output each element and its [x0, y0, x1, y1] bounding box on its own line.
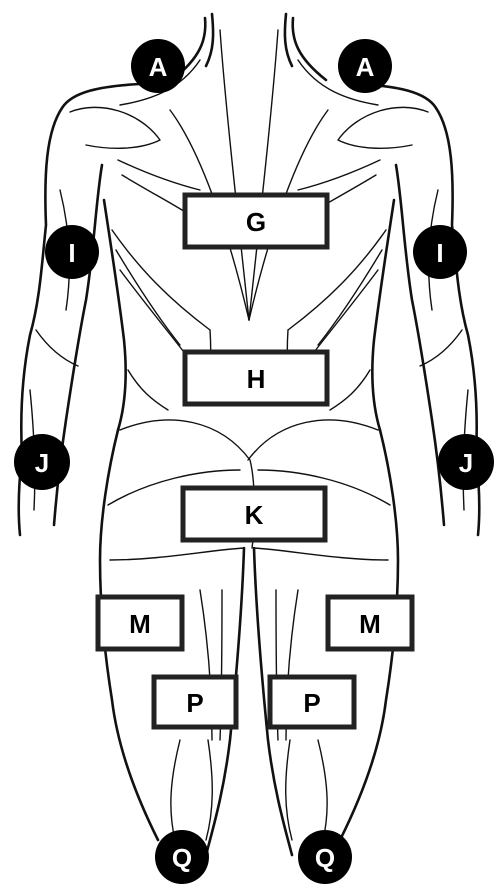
marker-m-right: M: [328, 597, 412, 649]
marker-k: K: [183, 488, 325, 540]
marker-j-right: J: [438, 434, 494, 490]
marker-j-right-label: J: [459, 448, 473, 478]
marker-h: H: [185, 352, 327, 404]
marker-p-left: P: [154, 677, 236, 727]
marker-p-left-label: P: [186, 688, 203, 718]
marker-i-left-label: I: [68, 238, 75, 268]
marker-i-right-label: I: [436, 238, 443, 268]
marker-p-right-label: P: [303, 688, 320, 718]
marker-m-right-label: M: [359, 609, 381, 639]
marker-i-right: I: [413, 225, 467, 279]
body-outline: [19, 14, 480, 855]
marker-m-left-label: M: [129, 609, 151, 639]
marker-a-right: A: [338, 39, 392, 93]
marker-j-left-label: J: [35, 448, 49, 478]
marker-i-left: I: [45, 225, 99, 279]
marker-g-label: G: [246, 207, 266, 237]
marker-m-left: M: [98, 597, 182, 649]
marker-q-right: Q: [298, 830, 352, 884]
marker-a-left: A: [131, 39, 185, 93]
marker-h-label: H: [247, 364, 266, 394]
marker-k-label: K: [245, 500, 264, 530]
marker-p-right: P: [270, 677, 354, 727]
muscle-lines: [30, 30, 468, 840]
marker-g: G: [185, 195, 327, 247]
marker-q-left: Q: [155, 830, 209, 884]
marker-a-right-label: A: [356, 52, 375, 82]
marker-a-left-label: A: [149, 52, 168, 82]
marker-q-right-label: Q: [315, 843, 335, 873]
marker-q-left-label: Q: [172, 843, 192, 873]
marker-j-left: J: [14, 434, 70, 490]
